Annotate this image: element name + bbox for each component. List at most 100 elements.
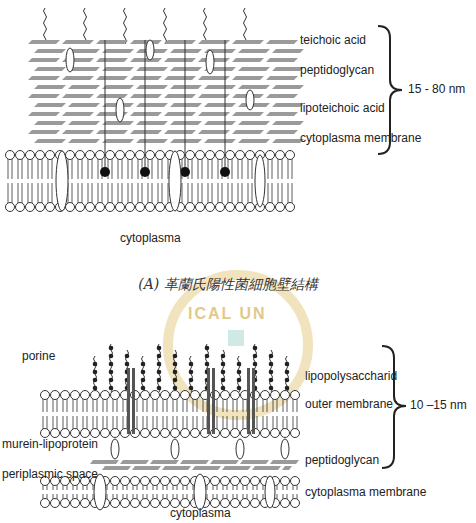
lipid-head [181, 429, 190, 438]
membrane-protein [146, 40, 154, 60]
stroke [287, 416, 288, 430]
stroke [124, 8, 127, 44]
stroke [282, 158, 283, 179]
sugar-unit [189, 370, 194, 375]
stroke [248, 158, 249, 179]
membrane-protein [206, 50, 214, 74]
peptidoglycan-strand [204, 139, 236, 143]
porin [212, 368, 215, 434]
sugar-unit [205, 362, 210, 367]
lipid-head [281, 391, 290, 400]
sugar-unit [173, 378, 178, 383]
stroke [222, 183, 223, 204]
stroke [217, 398, 218, 412]
peptidoglycan-strand [266, 76, 298, 80]
wall-label: cytoplasma membrane [300, 132, 421, 146]
watermark-ring [168, 275, 308, 415]
stroke [18, 158, 19, 179]
peptidoglycan-strand [204, 85, 236, 89]
lipid-head [71, 429, 80, 438]
lipid-head [216, 151, 225, 160]
stroke [182, 183, 183, 204]
stroke [93, 398, 94, 412]
porin [127, 368, 130, 434]
peptidoglycan-strand [272, 103, 304, 107]
sugar-unit [157, 386, 162, 391]
stroke [18, 183, 19, 204]
stroke [110, 344, 113, 392]
sugar-unit [269, 378, 274, 383]
stroke [43, 398, 44, 412]
stroke [103, 398, 104, 412]
stroke [190, 356, 193, 392]
lipid-head [231, 429, 240, 438]
sugar-unit [109, 346, 114, 351]
peptidoglycan-strand [136, 103, 168, 107]
peptidoglycan-strand [28, 94, 60, 98]
stroke [53, 416, 54, 430]
peptidoglycan-strand [272, 67, 304, 71]
stroke [208, 183, 209, 204]
lipid-head [61, 429, 70, 438]
sugar-unit [189, 378, 194, 383]
stroke [28, 158, 29, 179]
stroke [163, 416, 164, 430]
sugar-unit [237, 378, 242, 383]
peptidoglycan-strand [232, 40, 264, 44]
peptidoglycan-strand [204, 121, 236, 125]
peptidoglycan-strand [238, 49, 270, 53]
stroke [157, 416, 158, 430]
wall-label: lipopolysaccharid [305, 370, 397, 384]
lipid-head [271, 429, 280, 438]
peptidoglycan-strand [238, 85, 270, 89]
stroke [92, 183, 93, 204]
stroke [12, 183, 13, 204]
sugar-unit [157, 346, 162, 351]
lipid-head [146, 203, 155, 212]
stroke [237, 416, 238, 430]
stroke [157, 398, 158, 412]
stroke [163, 398, 164, 412]
lipid-head [291, 499, 300, 508]
lipid-head [131, 499, 140, 508]
stroke [22, 158, 23, 179]
peptidoglycan-strand [130, 94, 162, 98]
stroke [198, 158, 199, 179]
stroke [297, 416, 298, 430]
stroke [108, 183, 109, 204]
stroke [268, 158, 269, 179]
lipid-head [246, 203, 255, 212]
sugar-unit [189, 362, 194, 367]
sugar-unit [109, 362, 114, 367]
lipid-head [96, 203, 105, 212]
stroke [212, 158, 213, 179]
stroke [257, 398, 258, 412]
lipid-head [221, 477, 230, 486]
lipid-head [171, 499, 180, 508]
peptidoglycan-strand [130, 112, 162, 116]
peptidoglycan-strand [150, 460, 179, 464]
stroke [8, 158, 9, 179]
lipid-head [241, 477, 250, 486]
sugar-unit [93, 362, 98, 367]
membrane-protein [246, 90, 254, 110]
stroke [77, 398, 78, 412]
stroke [83, 416, 84, 430]
stroke [193, 398, 194, 412]
peptidoglycan-strand [232, 58, 264, 62]
stroke [42, 183, 43, 204]
lipid-head [26, 203, 35, 212]
lipid-head [186, 151, 195, 160]
peptidoglycan-strand [272, 49, 304, 53]
lipid-head [281, 429, 290, 438]
lipid-head [136, 151, 145, 160]
peptidoglycan-strand [252, 466, 281, 470]
lipid-head [6, 151, 15, 160]
stroke [273, 398, 274, 412]
stroke [272, 158, 273, 179]
stroke [145, 40, 146, 170]
sugar-unit [205, 346, 210, 351]
lipid-head [51, 429, 60, 438]
stroke [77, 416, 78, 430]
peptidoglycan-strand [68, 85, 100, 89]
